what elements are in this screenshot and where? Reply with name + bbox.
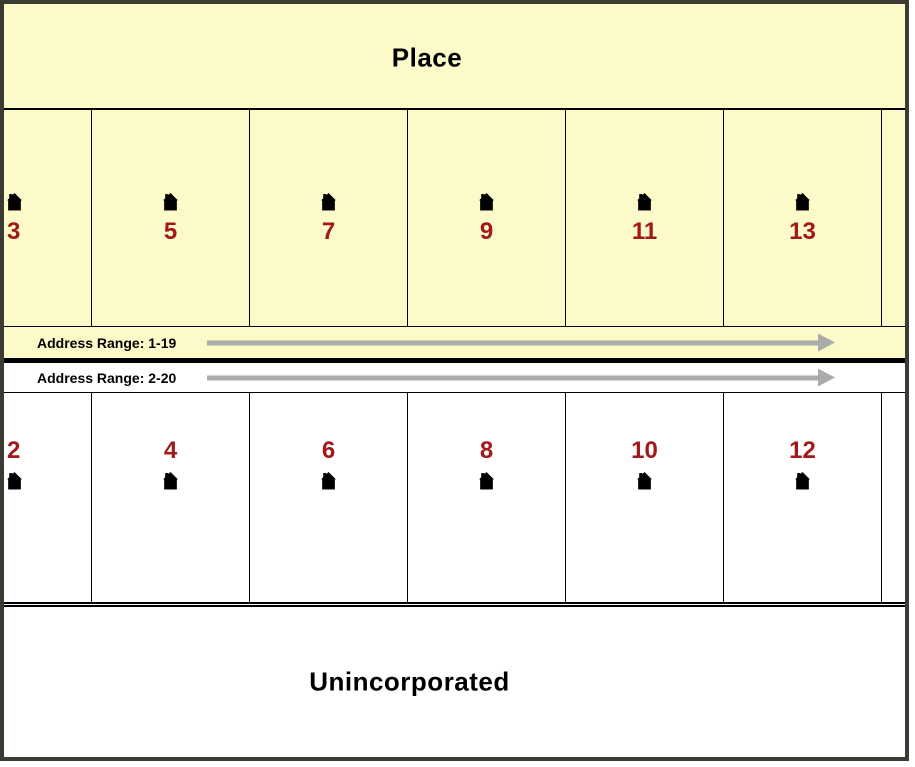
street-centerline — [4, 358, 905, 363]
lot-even-partial — [882, 393, 905, 602]
house-icon — [637, 472, 652, 490]
lot-even-8: 8 — [408, 393, 566, 602]
house-icon — [479, 472, 494, 490]
lot-even-6: 6 — [250, 393, 408, 602]
lot-number: 7 — [321, 217, 336, 245]
lot-odd-5: 5 — [92, 110, 250, 326]
odd-lots-row: 3 5 7 9 — [4, 110, 905, 326]
lot-number: 6 — [321, 437, 336, 464]
odd-address-range-label: Address Range: 1-19 — [37, 334, 177, 351]
lot-number: 4 — [163, 437, 178, 464]
lot-even-10: 10 — [566, 393, 724, 602]
lot-odd-3: 3 — [4, 110, 92, 326]
lot-even-2: 2 — [4, 393, 92, 602]
unincorporated-title: Unincorporated — [309, 666, 510, 697]
house-icon — [321, 192, 336, 210]
lot-number: 5 — [163, 217, 178, 245]
house-icon — [163, 472, 178, 490]
lot-odd-partial — [882, 110, 905, 326]
lot-even-12: 12 — [724, 393, 882, 602]
lot-number: 3 — [7, 217, 21, 245]
lot-odd-9: 9 — [408, 110, 566, 326]
lot-number: 12 — [789, 437, 816, 464]
place-title: Place — [391, 42, 463, 73]
lot-even-4: 4 — [92, 393, 250, 602]
house-icon — [795, 192, 810, 210]
lot-number: 2 — [7, 437, 21, 464]
even-address-range-band: Address Range: 2-20 — [4, 363, 905, 392]
house-icon — [637, 192, 652, 210]
diagram-inner: Place 3 5 7 — [4, 4, 905, 757]
house-icon — [479, 192, 494, 210]
house-icon — [7, 472, 22, 490]
even-direction-arrow — [207, 375, 819, 380]
house-icon — [7, 192, 22, 210]
lot-number: 11 — [631, 217, 658, 245]
lot-number: 9 — [479, 217, 494, 245]
lot-number: 10 — [631, 437, 658, 464]
even-lots-row: 2 4 6 8 — [4, 392, 905, 604]
even-address-range-label: Address Range: 2-20 — [37, 369, 177, 386]
lot-number: 13 — [789, 217, 816, 245]
lot-number: 8 — [479, 437, 494, 464]
house-icon — [321, 472, 336, 490]
place-band: Place — [4, 4, 905, 110]
lot-odd-7: 7 — [250, 110, 408, 326]
odd-address-range-band: Address Range: 1-19 — [4, 326, 905, 358]
odd-direction-arrow — [207, 340, 819, 345]
lot-odd-11: 11 — [566, 110, 724, 326]
lot-odd-13: 13 — [724, 110, 882, 326]
house-icon — [795, 472, 810, 490]
house-icon — [163, 192, 178, 210]
unincorporated-band: Unincorporated — [4, 605, 905, 757]
